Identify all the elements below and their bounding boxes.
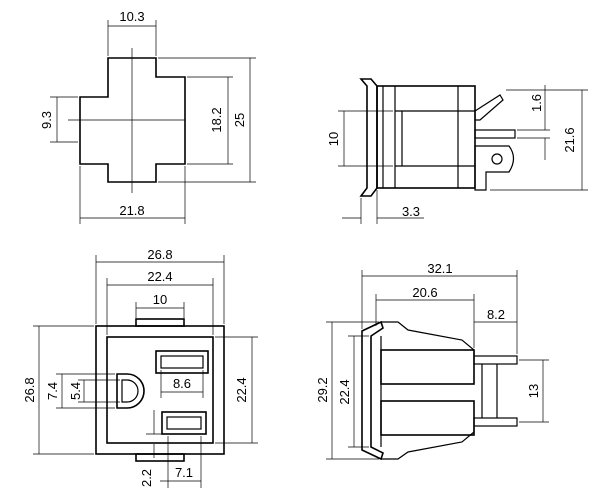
- dim-front-overall-height: 25: [232, 113, 247, 127]
- side2-flange: [361, 320, 384, 461]
- dim-front-left-height: 9.3: [39, 111, 54, 129]
- dim-side2-overall-width: 32.1: [427, 261, 452, 276]
- dim-rear-inner-height: 22.4: [234, 377, 249, 402]
- dim-rear-u-outer: 7.4: [45, 382, 60, 400]
- side-tab: [474, 145, 515, 191]
- dim-rear-inner-width: 22.4: [147, 269, 172, 284]
- dim-front-top-width: 10.3: [119, 9, 144, 24]
- rear-ground-pin: [116, 373, 145, 409]
- rear-slot-upper: [155, 350, 209, 374]
- rear-view: 26.8 22.4 10 26.8 7.4 5.4 8.6 22: [22, 247, 258, 488]
- dim-rear-u-inner: 5.4: [68, 382, 83, 400]
- rear-bottom-tab: [135, 453, 185, 462]
- side-flange: [359, 78, 378, 197]
- side-view: 1.6 21.6 10 3.3: [326, 78, 588, 224]
- dim-front-inner-height: 18.2: [209, 107, 224, 132]
- rear-inner: [106, 336, 214, 444]
- dim-rear-slot-width: 8.6: [173, 376, 191, 391]
- dim-rear-bottom-offset: 7.1: [175, 465, 193, 480]
- dim-rear-bottom-gap: 2.2: [139, 469, 154, 487]
- dim-side2-body-width: 20.6: [412, 285, 437, 300]
- dim-side-top-pin: 1.6: [529, 94, 544, 112]
- dim-front-bottom-width: 21.8: [119, 203, 144, 218]
- side-pin-middle: [474, 129, 516, 139]
- dim-side-flange: 3.3: [402, 204, 420, 219]
- side2-view: 32.1 20.6 8.2 29.2 22.4 13: [315, 261, 549, 461]
- side2-pin-lower: [473, 417, 518, 427]
- front-view: 10.3 9.3 18.2 25 21.8: [39, 9, 256, 224]
- side2-block-lower: [380, 400, 475, 436]
- side2-lower-profile: [381, 427, 475, 460]
- side-pin-upper: [474, 94, 504, 121]
- dim-side-body-height: 10: [326, 132, 341, 146]
- dim-side2-pin-length: 8.2: [487, 307, 505, 322]
- dim-rear-tab-width: 10: [153, 292, 167, 307]
- rear-slot-lower: [161, 411, 207, 435]
- dim-side2-inner-height: 22.4: [337, 379, 352, 404]
- rear-top-tab: [135, 318, 185, 327]
- side-body: [376, 85, 476, 189]
- dim-side2-overall-height: 29.2: [315, 377, 330, 402]
- dim-side2-pin-span: 13: [526, 384, 541, 398]
- front-outline: [79, 57, 186, 183]
- side2-pin-upper: [473, 355, 518, 365]
- side2-block-upper: [380, 349, 475, 385]
- dim-side-overall-height: 21.6: [562, 127, 577, 152]
- dim-rear-overall-width: 26.8: [147, 247, 172, 262]
- dim-rear-left-height: 26.8: [22, 377, 37, 402]
